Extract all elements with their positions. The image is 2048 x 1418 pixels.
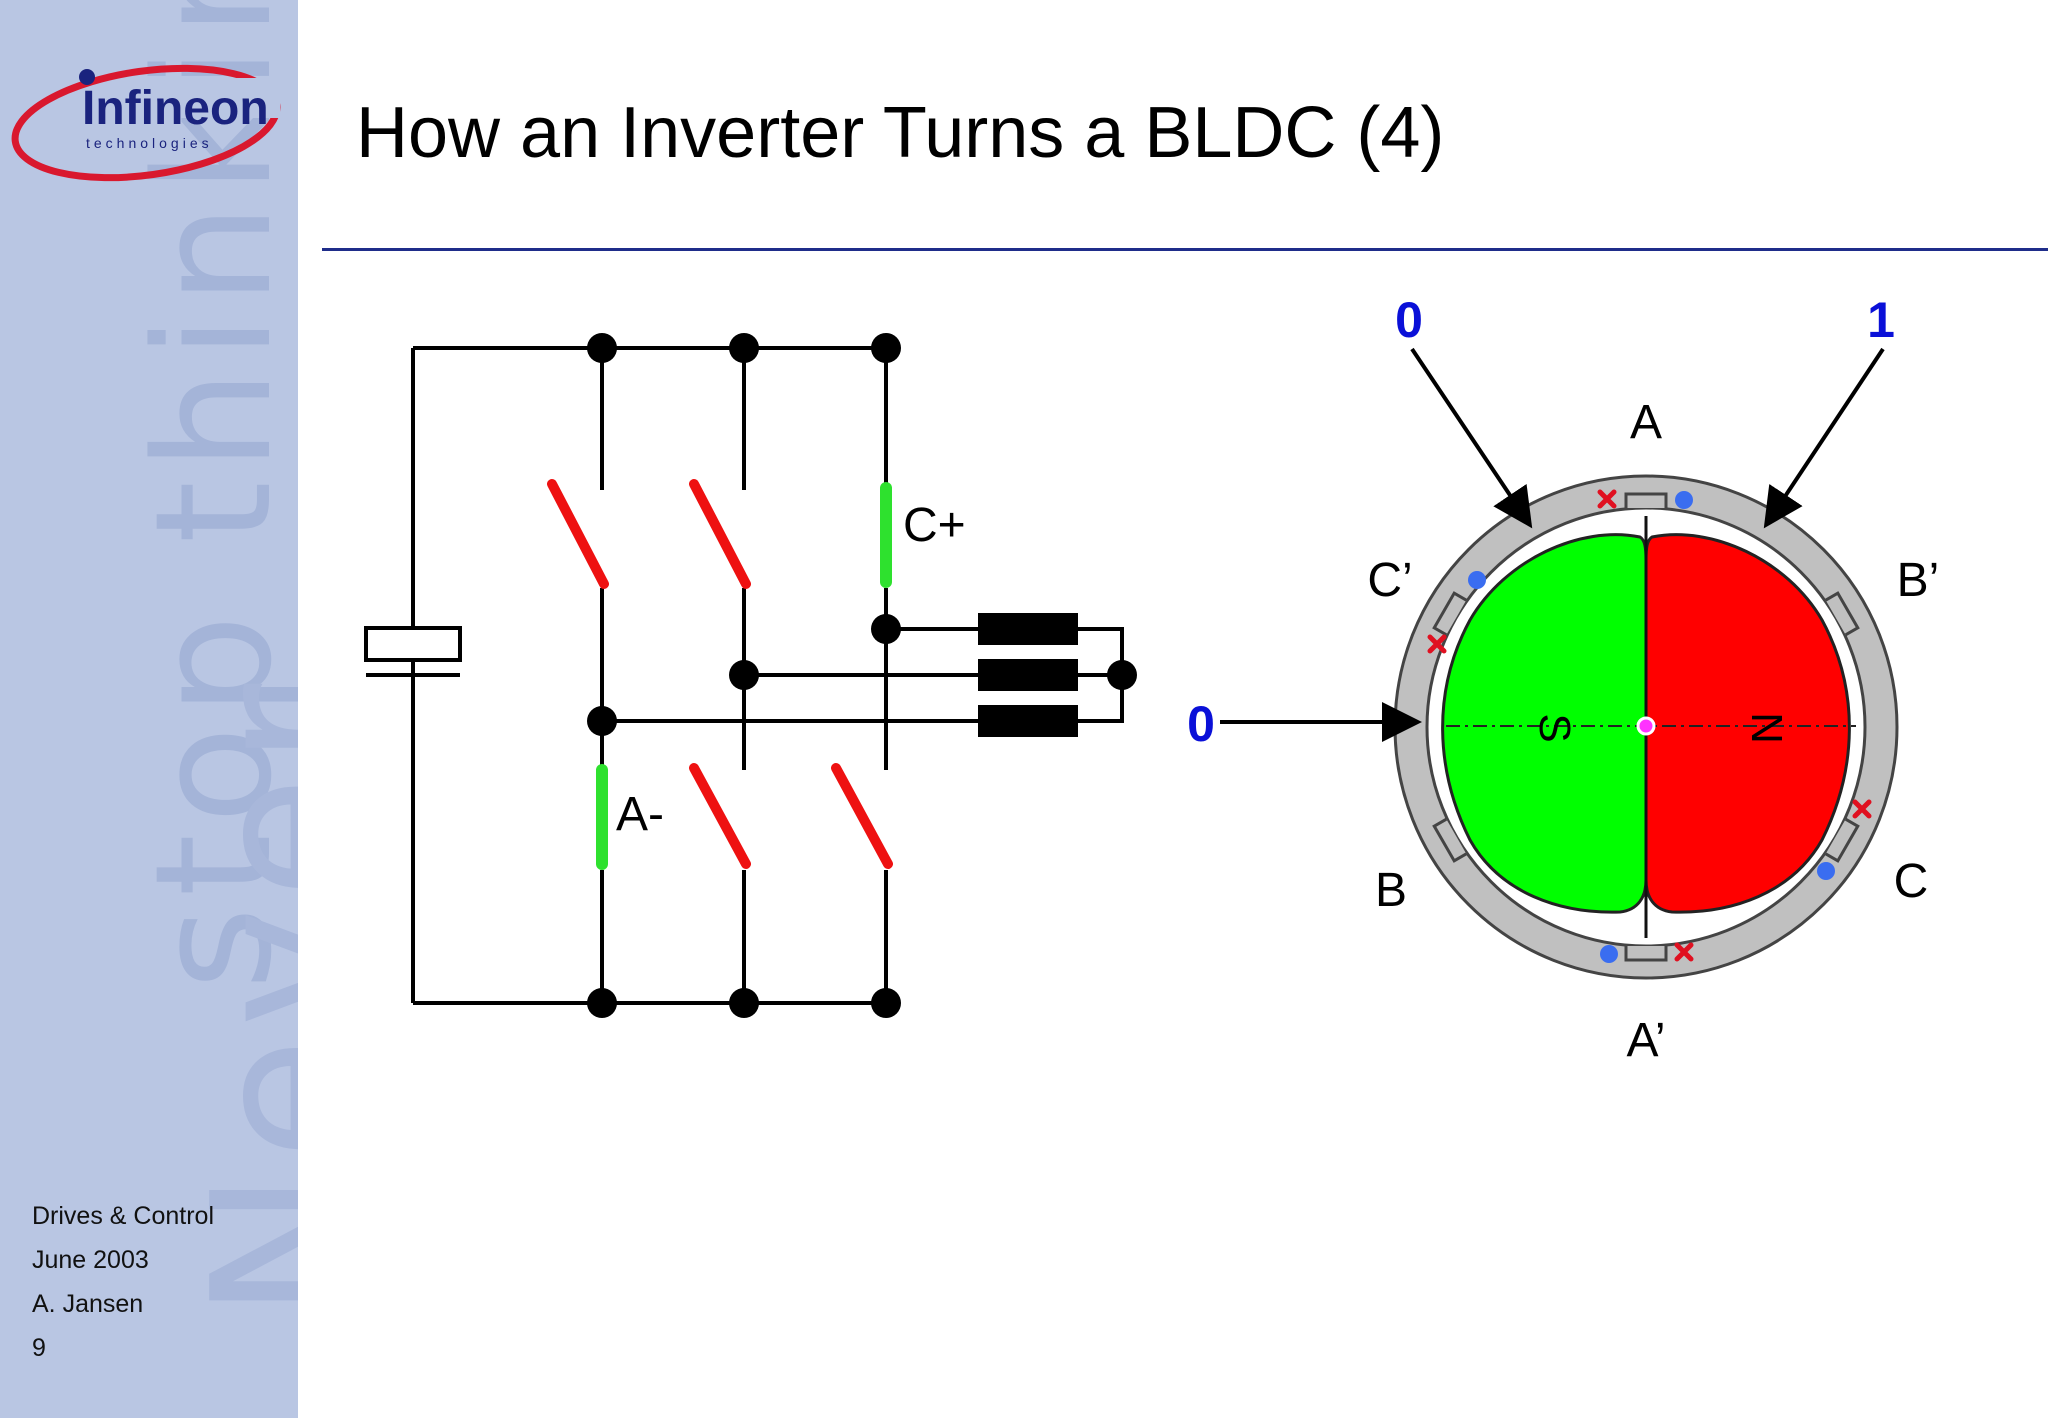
dot-icon — [1468, 571, 1486, 589]
cross-icon — [1852, 799, 1872, 819]
footer-date: June 2003 — [32, 1246, 149, 1274]
tooth-b — [1432, 817, 1468, 863]
stator-teeth — [1432, 492, 1860, 962]
node — [587, 988, 617, 1018]
logo-sub: technologies — [86, 135, 213, 151]
conductor-crosses — [1427, 489, 1872, 962]
dot-icon — [1600, 945, 1618, 963]
node — [729, 333, 759, 363]
node-star-point — [1107, 660, 1137, 690]
switch-b-plus — [689, 479, 751, 589]
rotor-center-icon — [1636, 716, 1656, 736]
phase-label-a: A — [1630, 396, 1662, 449]
pole-s-label: S — [1530, 713, 1579, 742]
switch-c-minus — [831, 763, 893, 869]
circuit-nodes — [587, 333, 1137, 1018]
phase-label-a-prime: A’ — [1626, 1014, 1665, 1067]
pole-n-label: N — [1742, 712, 1791, 744]
dot-icon — [1817, 862, 1835, 880]
cross-icon — [1597, 489, 1617, 509]
cross-icon — [1427, 634, 1447, 654]
node — [729, 988, 759, 1018]
logo-dot-icon — [79, 69, 95, 85]
winding-a — [978, 705, 1078, 737]
logo-brand: Infineon — [82, 82, 269, 135]
tooth-c — [1824, 817, 1860, 863]
dot-icon — [1675, 491, 1693, 509]
capacitor-body — [364, 626, 462, 662]
phase-label-b: B — [1375, 864, 1407, 917]
winding-b — [978, 659, 1078, 691]
winding-c — [978, 613, 1078, 645]
node — [871, 988, 901, 1018]
conductor-dots — [1468, 491, 1835, 963]
switch-a-plus — [547, 479, 609, 589]
node — [729, 660, 759, 690]
switch-b-minus — [689, 763, 751, 869]
tooth-c-prime — [1432, 591, 1468, 637]
bldc-motor: S N A A’ B B’ C C’ 0 1 0 — [1187, 292, 1939, 1067]
node — [871, 333, 901, 363]
tooth-a-prime — [1624, 946, 1668, 962]
label-c-plus: C+ — [903, 499, 966, 552]
phase-values: 0 1 0 — [1187, 292, 1895, 752]
title-rule — [322, 248, 2048, 251]
node — [587, 333, 617, 363]
footer-department: Drives & Control — [32, 1202, 214, 1230]
phase-value-right-top: 1 — [1867, 292, 1895, 348]
slide-title: How an Inverter Turns a BLDC (4) — [356, 93, 1445, 173]
node — [587, 706, 617, 736]
tooth-b-prime — [1824, 591, 1860, 637]
phase-label-c-prime: C’ — [1367, 554, 1412, 607]
phase-labels: A A’ B B’ C C’ — [1367, 396, 1939, 1067]
arrow-right-top — [1763, 347, 1885, 529]
phase-value-left-middle: 0 — [1187, 696, 1215, 752]
label-a-minus: A- — [616, 788, 664, 841]
node — [871, 614, 901, 644]
phase-label-c: C — [1894, 855, 1929, 908]
phase-value-left-top: 0 — [1395, 292, 1423, 348]
phase-label-b-prime: B’ — [1897, 554, 1940, 607]
footer-author: A. Jansen — [32, 1290, 144, 1318]
cross-icon — [1674, 942, 1694, 962]
page-number: 9 — [32, 1334, 46, 1362]
sidebar: stop thinking Never Infineon technologie… — [0, 0, 298, 1418]
arrow-left-top — [1410, 347, 1533, 529]
tooth-a — [1624, 492, 1668, 508]
infineon-logo: Infineon technologies — [11, 64, 281, 182]
